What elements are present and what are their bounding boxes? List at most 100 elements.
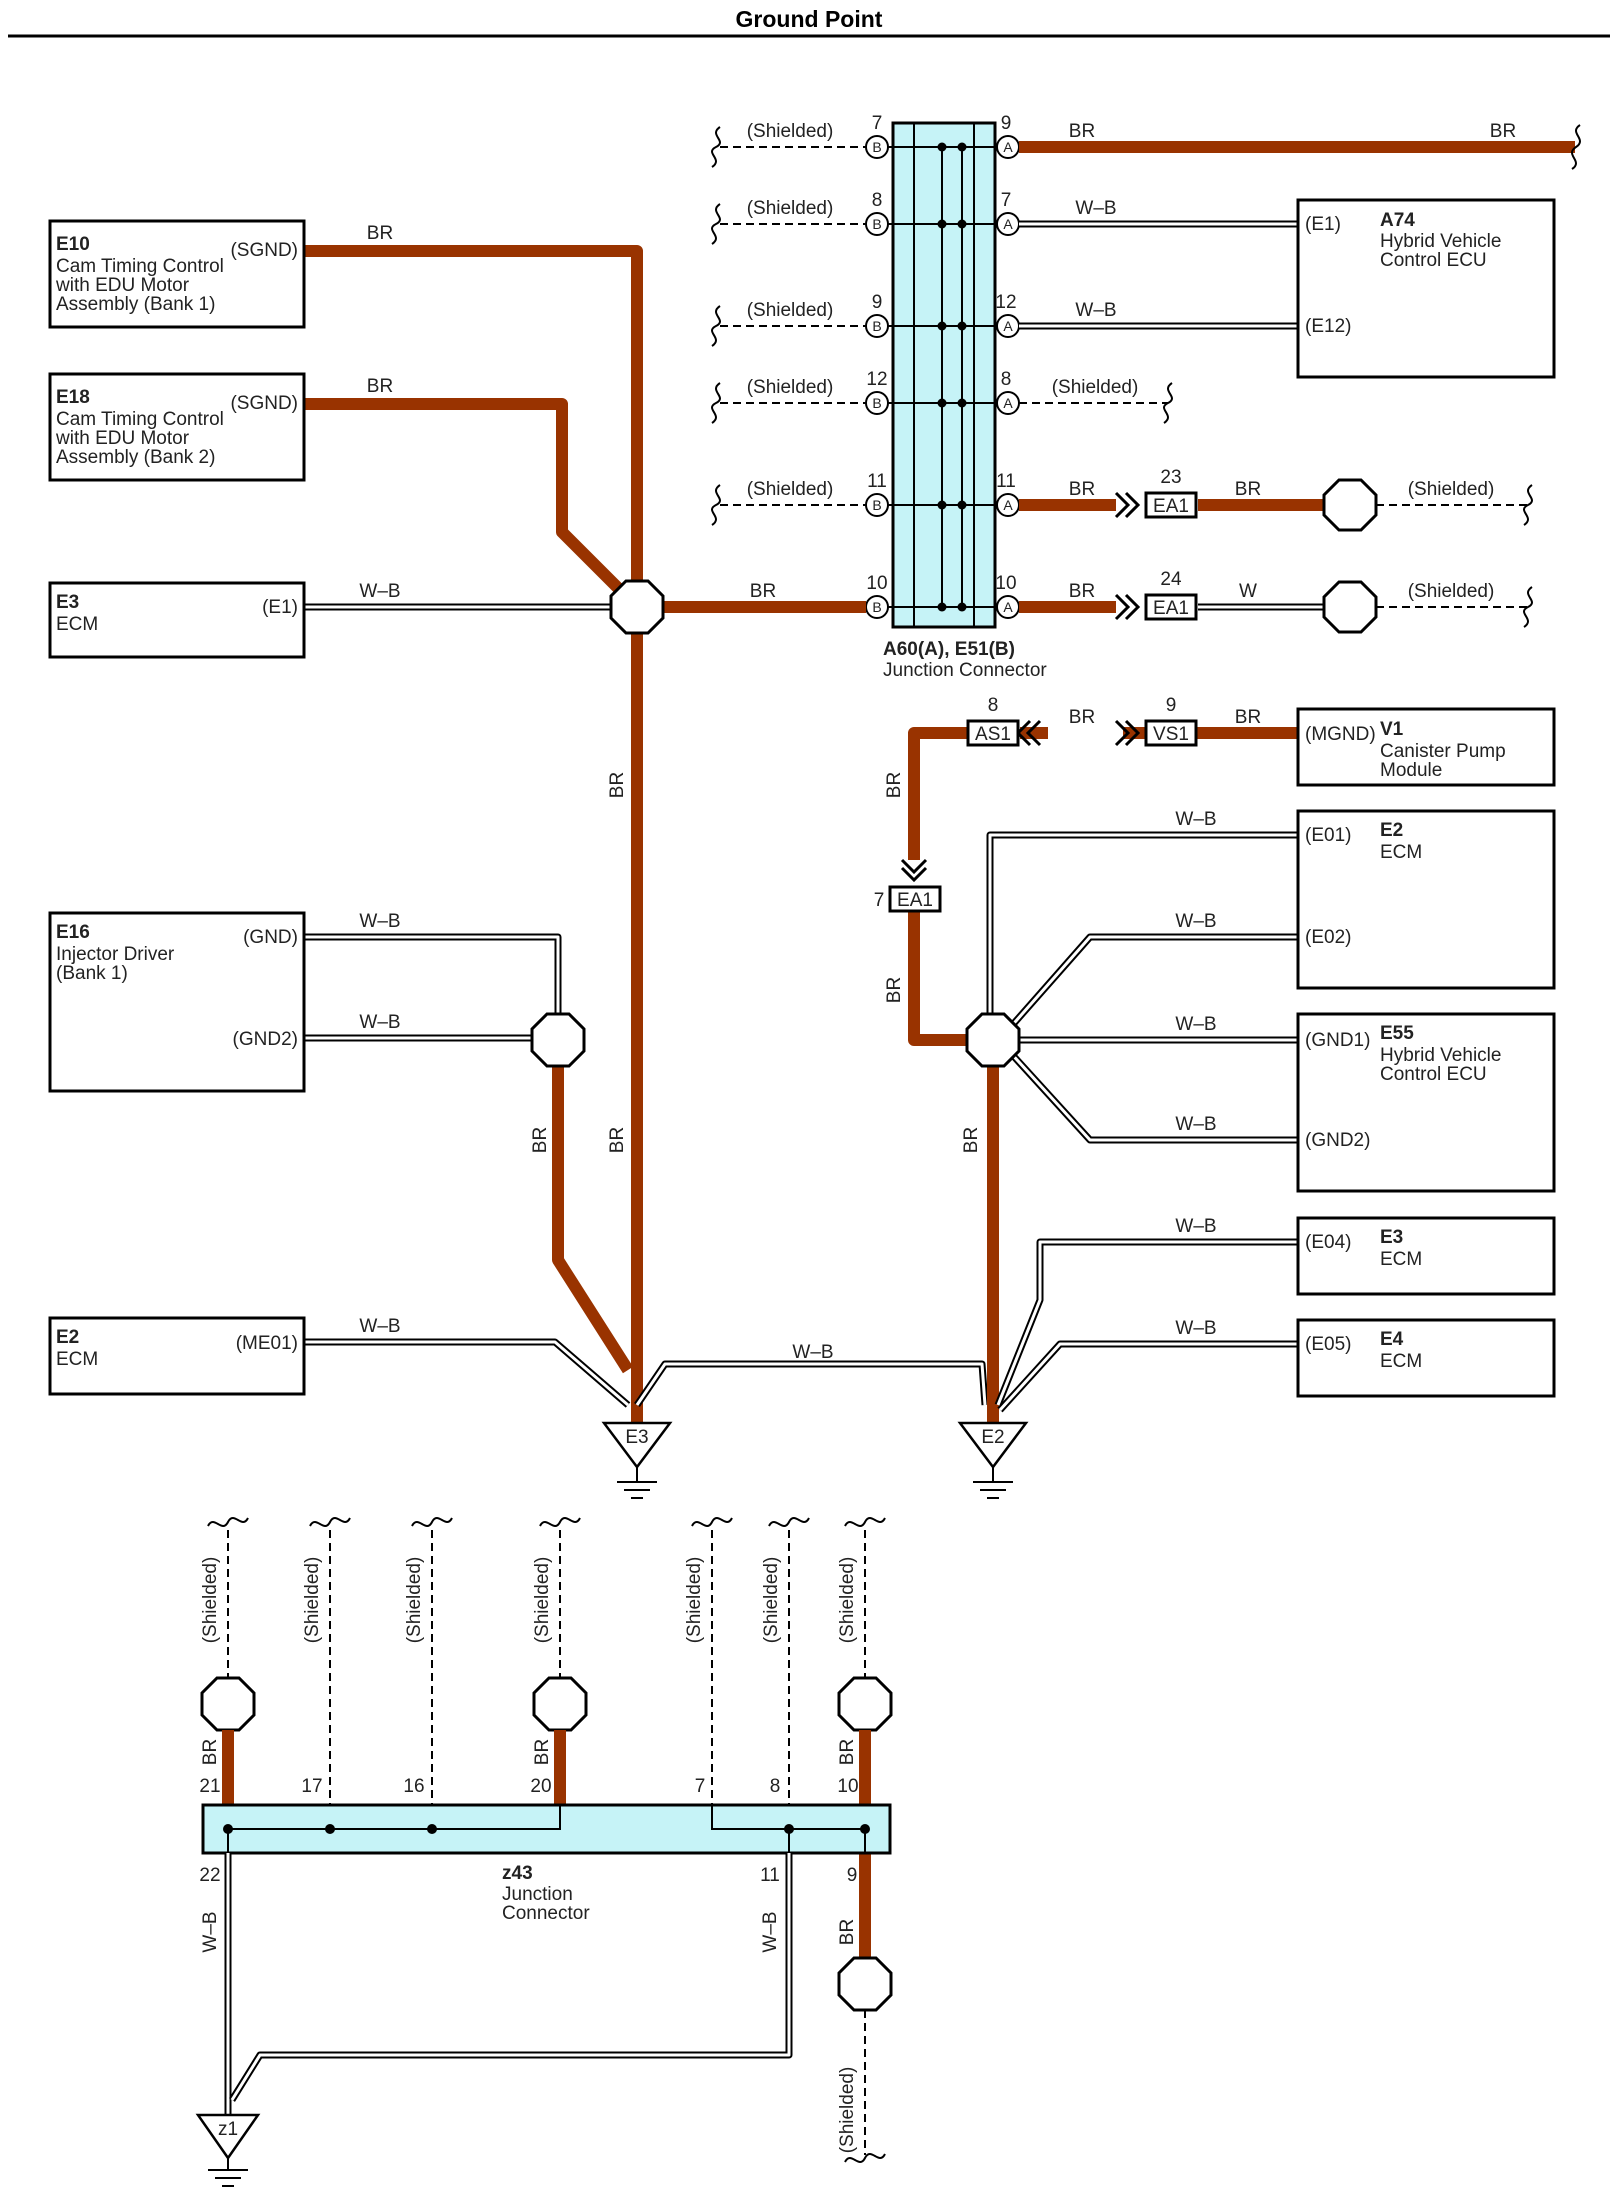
svg-text:Module: Module: [1380, 760, 1442, 781]
svg-text:(Shielded): (Shielded): [1408, 479, 1495, 500]
svg-text:EA1: EA1: [1153, 598, 1189, 619]
svg-text:W–B: W–B: [1175, 911, 1216, 932]
right-wb-wires: [986, 831, 1298, 1413]
svg-text:(GND): (GND): [243, 927, 298, 948]
svg-text:BR: BR: [607, 772, 628, 798]
svg-text:BR: BR: [200, 1739, 221, 1765]
svg-text:AS1: AS1: [975, 724, 1011, 745]
svg-text:A: A: [1003, 497, 1013, 513]
svg-text:9: 9: [872, 292, 883, 313]
svg-text:BR: BR: [884, 977, 905, 1003]
svg-text:(Shielded): (Shielded): [837, 1557, 858, 1644]
a60-row4-shielded: [1019, 382, 1173, 424]
svg-text:ECM: ECM: [56, 614, 98, 635]
svg-text:W–B: W–B: [200, 1911, 221, 1952]
svg-text:W–B: W–B: [1075, 198, 1116, 219]
z43-br-labels: BR BR BR BR: [200, 1739, 858, 1945]
svg-text:BR: BR: [367, 223, 393, 244]
svg-text:Cam Timing Control: Cam Timing Control: [56, 256, 224, 277]
svg-text:(Shielded): (Shielded): [302, 1557, 323, 1644]
splice-left-main: [609, 579, 665, 635]
svg-text:E2: E2: [1380, 820, 1403, 841]
z43-bottom-shielded-line: [844, 2010, 886, 2163]
svg-text:(GND2): (GND2): [1305, 1130, 1370, 1151]
svg-text:with EDU Motor: with EDU Motor: [55, 428, 190, 449]
svg-text:(Shielded): (Shielded): [747, 377, 834, 398]
svg-text:E3: E3: [56, 592, 79, 613]
z43-shielded-labels: (Shielded) (Shielded) (Shielded) (Shield…: [200, 1557, 858, 2154]
svg-text:BR: BR: [1235, 479, 1261, 500]
component-e16: E16 Injector Driver (Bank 1) (GND) (GND2…: [48, 911, 306, 1093]
svg-text:Control ECU: Control ECU: [1380, 250, 1487, 271]
junction-connector-z43: [201, 1803, 892, 1855]
svg-text:BR: BR: [750, 581, 776, 602]
a60-row-5: [877, 500, 1008, 510]
svg-text:(Shielded): (Shielded): [837, 2067, 858, 2154]
svg-text:(Shielded): (Shielded): [747, 300, 834, 321]
svg-text:ECM: ECM: [1380, 1351, 1422, 1372]
svg-text:Hybrid Vehicle: Hybrid Vehicle: [1380, 231, 1501, 252]
a60-row-2: [877, 219, 1008, 229]
svg-text:(Shielded): (Shielded): [684, 1557, 705, 1644]
svg-text:(SGND): (SGND): [230, 240, 298, 261]
left-br-wires: [304, 245, 866, 1437]
svg-text:z43: z43: [502, 1863, 533, 1884]
svg-text:8: 8: [770, 1776, 781, 1797]
a60-title: A60(A), E51(B): [883, 639, 1015, 660]
svg-text:ECM: ECM: [56, 1349, 98, 1370]
component-e4: E4 ECM (E05): [1296, 1318, 1556, 1398]
svg-text:W–B: W–B: [1075, 300, 1116, 321]
a60-b-pins: B B B B B B: [865, 135, 889, 619]
component-e3-right: E3 ECM (E04): [1296, 1216, 1556, 1296]
component-v1: V1 Canister Pump Module (MGND): [1296, 707, 1556, 787]
svg-text:7: 7: [1001, 190, 1012, 211]
a60-row-1: [877, 142, 1008, 152]
svg-text:Canister Pump: Canister Pump: [1380, 741, 1506, 762]
svg-text:11: 11: [760, 1865, 780, 1886]
svg-text:ECM: ECM: [1380, 1249, 1422, 1270]
svg-text:W–B: W–B: [1175, 809, 1216, 830]
svg-text:BR: BR: [607, 1127, 628, 1153]
a60-row1-br-wire: [1019, 124, 1581, 170]
a60-row-4: [877, 398, 1008, 408]
component-e2-left: E2 ECM (ME01): [48, 1316, 306, 1396]
svg-text:8: 8: [988, 695, 999, 716]
svg-text:10: 10: [866, 573, 887, 594]
svg-text:(Shielded): (Shielded): [747, 121, 834, 142]
vs1-connector: VS1 9: [1144, 695, 1198, 747]
a60-left-shielded-lines: [711, 126, 866, 526]
svg-text:24: 24: [1160, 569, 1182, 590]
svg-text:E4: E4: [1380, 1329, 1404, 1350]
svg-text:E18: E18: [56, 387, 90, 408]
svg-text:(E05): (E05): [1305, 1334, 1351, 1355]
svg-text:8: 8: [872, 190, 883, 211]
svg-text:(Shielded): (Shielded): [200, 1557, 221, 1644]
svg-text:W–B: W–B: [760, 1911, 781, 1952]
svg-text:(Shielded): (Shielded): [1408, 581, 1495, 602]
svg-text:Cam Timing Control: Cam Timing Control: [56, 409, 224, 430]
right-br-wires: [900, 719, 1298, 1437]
z43-top-pin-numbers: 21 17 16 20 7 8 10: [199, 1776, 858, 1797]
splice-left-e16: [530, 1012, 586, 1068]
svg-text:Injector Driver: Injector Driver: [56, 944, 175, 965]
svg-text:z1: z1: [218, 2119, 238, 2140]
svg-text:W–B: W–B: [792, 1342, 833, 1363]
ground-e2: E2: [957, 1421, 1029, 1499]
a60-row-6: [877, 602, 1008, 612]
svg-text:(Shielded): (Shielded): [404, 1557, 425, 1644]
svg-text:A: A: [1003, 318, 1013, 334]
z43-br-stubs: [222, 1730, 871, 1958]
svg-text:Connector: Connector: [502, 1903, 590, 1924]
svg-text:A: A: [1003, 139, 1013, 155]
svg-text:E16: E16: [56, 922, 90, 943]
ea1-23-connector: EA1 23: [1144, 467, 1198, 519]
svg-text:10: 10: [837, 1776, 858, 1797]
component-e18: E18 Cam Timing Control with EDU Motor As…: [48, 372, 306, 482]
svg-text:9: 9: [1166, 695, 1177, 716]
a60-left-shielded-labels: (Shielded) (Shielded) (Shielded) (Shield…: [747, 121, 834, 500]
a60-row5-wire: [1019, 478, 1533, 532]
ground-z1: z1: [195, 2113, 261, 2187]
svg-text:W–B: W–B: [1175, 1216, 1216, 1237]
a60-row-3: [877, 321, 1008, 331]
svg-text:BR: BR: [961, 1127, 982, 1153]
